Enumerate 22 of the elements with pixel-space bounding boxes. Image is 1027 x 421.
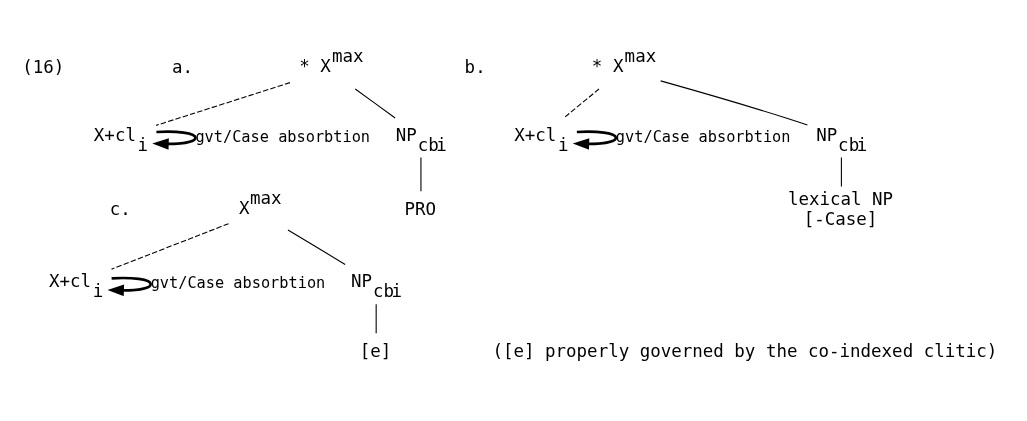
- label: b.: [464, 56, 486, 77]
- node-text: [e]: [359, 340, 392, 361]
- connector: [375, 303, 377, 334]
- edge-label: gvt/Case absorbtion: [615, 127, 791, 146]
- label: a.: [171, 56, 193, 77]
- arrow: [107, 276, 152, 296]
- connector: [287, 228, 346, 265]
- label: c.: [109, 198, 131, 219]
- label: ([e] properly governed by the co-indexed clitic): [492, 340, 998, 361]
- connector: [155, 81, 291, 126]
- label: (16): [22, 56, 65, 77]
- arrow: [152, 129, 197, 150]
- connector: [354, 88, 396, 119]
- node-text: lexical NP [-Case]: [787, 188, 894, 229]
- node-text: PRO: [404, 198, 437, 219]
- arrow: [572, 129, 618, 150]
- connector: [110, 222, 230, 270]
- edge-label: gvt/Case absorbtion: [150, 273, 326, 292]
- connector: [563, 88, 600, 119]
- edge-label: gvt/Case absorbtion: [195, 127, 371, 146]
- connector: [840, 156, 842, 187]
- connector: [660, 79, 808, 125]
